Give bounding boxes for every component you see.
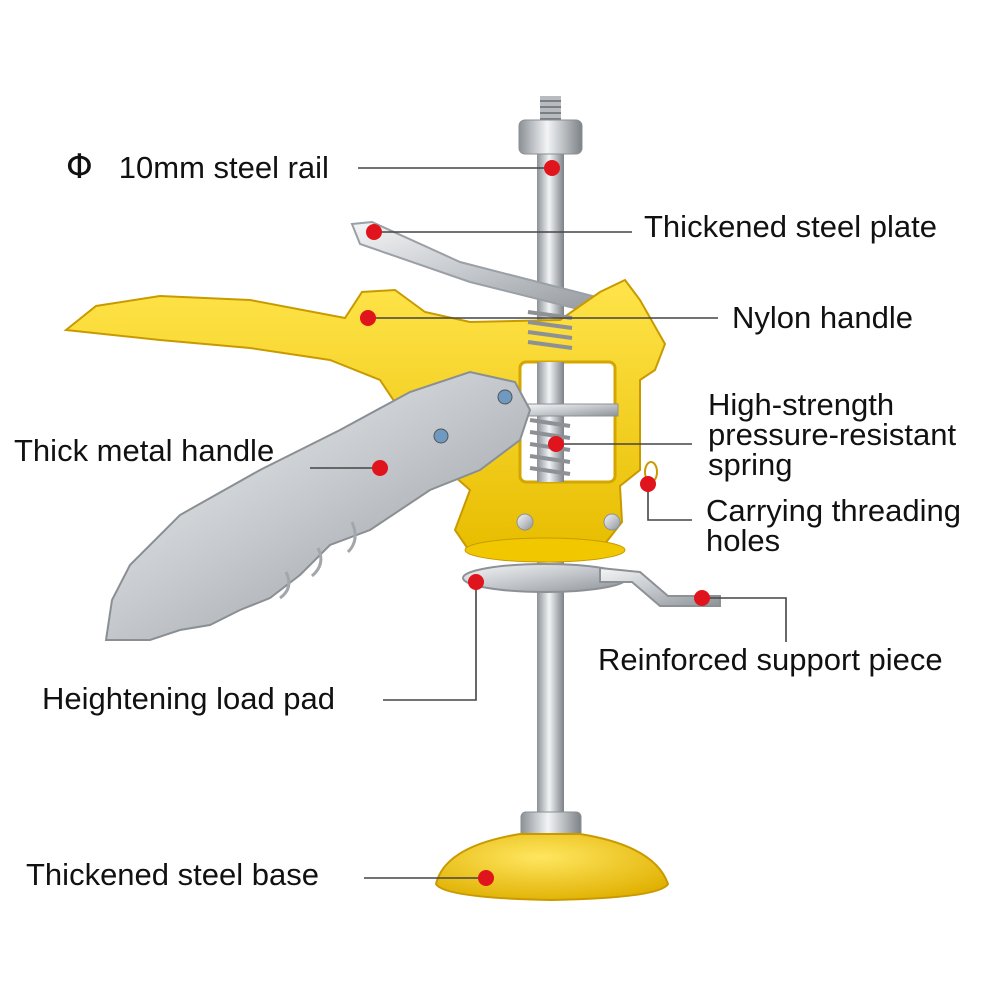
body-disc bbox=[464, 537, 626, 563]
label-load-pad: Heightening load pad bbox=[42, 681, 336, 716]
label-steel-plate: Thickened steel plate bbox=[644, 209, 937, 244]
grip-ridges bbox=[279, 521, 357, 600]
leader-support bbox=[702, 597, 787, 642]
marker-spring bbox=[548, 436, 564, 452]
leader-load-pad bbox=[383, 582, 477, 701]
label-support-piece: Reinforced support piece bbox=[598, 642, 943, 677]
label-threading-line1: Carrying threading bbox=[706, 493, 962, 528]
marker-support bbox=[694, 590, 710, 606]
marker-base bbox=[478, 870, 494, 886]
leader-threading bbox=[647, 484, 692, 521]
spring-upper bbox=[527, 310, 573, 350]
label-steel-base: Thickened steel base bbox=[26, 857, 319, 892]
label-spring-line2: pressure-resistant bbox=[708, 417, 957, 452]
marker-threading bbox=[640, 476, 656, 492]
label-threading-line2: holes bbox=[706, 523, 781, 558]
phi-symbol: Φ bbox=[66, 147, 93, 187]
label-nylon-handle: Nylon handle bbox=[732, 300, 913, 335]
support-piece bbox=[599, 566, 721, 607]
marker-nylon-handle bbox=[360, 310, 376, 326]
label-spring-line3: spring bbox=[708, 447, 793, 482]
label-spring-line1: High-strength bbox=[708, 387, 895, 422]
markers bbox=[360, 160, 710, 886]
marker-rail bbox=[544, 160, 560, 176]
marker-steel-plate bbox=[366, 224, 382, 240]
steel-base bbox=[434, 833, 670, 902]
metal-handle-shape bbox=[104, 370, 532, 641]
top-nut bbox=[518, 119, 583, 155]
rail-thread-top bbox=[540, 96, 561, 126]
label-metal-handle: Thick metal handle bbox=[14, 433, 275, 468]
marker-load-pad bbox=[468, 574, 484, 590]
marker-metal-handle bbox=[372, 460, 388, 476]
leader-lines bbox=[310, 167, 787, 879]
inner-clip bbox=[527, 403, 619, 417]
